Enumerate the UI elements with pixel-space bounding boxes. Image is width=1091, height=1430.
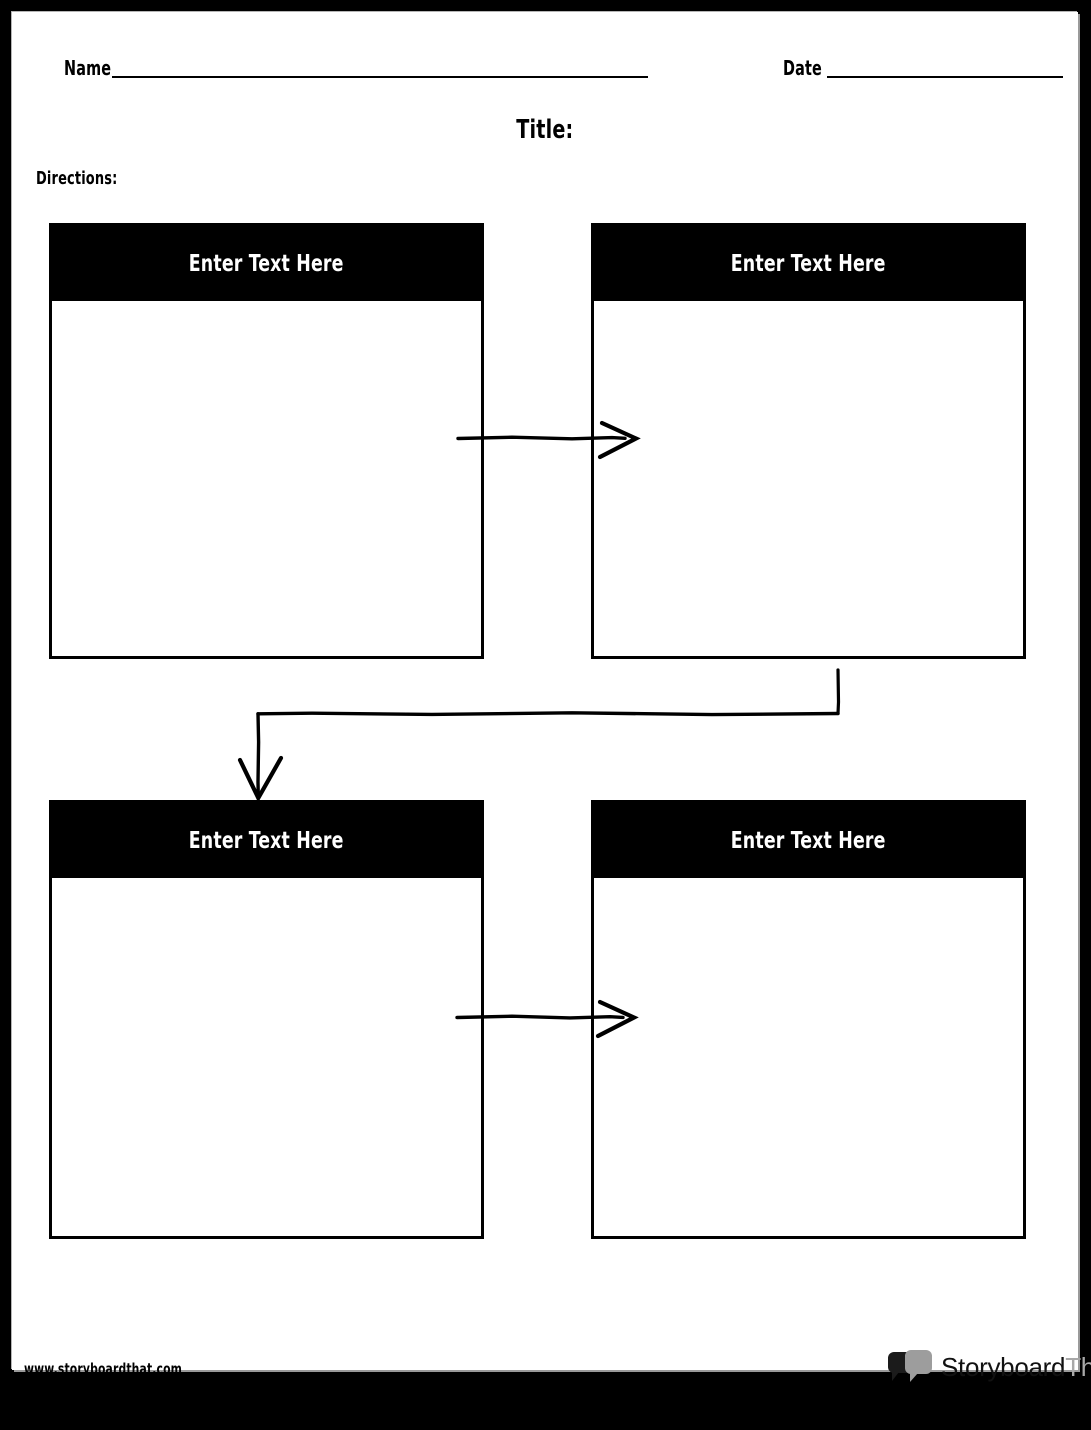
name-input-line[interactable] [112, 76, 648, 78]
content-box-header-text: Enter Text Here [731, 250, 886, 277]
content-box-header-text: Enter Text Here [731, 827, 886, 854]
date-input-line[interactable] [827, 76, 1063, 78]
speech-bubbles-icon [888, 1350, 934, 1384]
logo-wordmark: StoryboardThat [941, 1352, 1091, 1383]
content-box-header-top-left[interactable]: Enter Text Here [52, 226, 481, 301]
arrow-top-right-to-bottom-left-icon [237, 668, 841, 803]
content-box-header-text: Enter Text Here [189, 250, 344, 277]
content-box-header-bottom-right[interactable]: Enter Text Here [594, 803, 1023, 878]
directions-label: Directions: [36, 168, 118, 189]
name-label: Name [64, 56, 112, 80]
content-box-header-bottom-left[interactable]: Enter Text Here [52, 803, 481, 878]
content-box-bottom-right[interactable]: Enter Text Here [591, 800, 1026, 1239]
content-box-header-top-right[interactable]: Enter Text Here [594, 226, 1023, 301]
footer-url[interactable]: www.storyboardthat.com [24, 1360, 183, 1378]
logo-word-that: That [1065, 1351, 1091, 1382]
content-box-top-left[interactable]: Enter Text Here [49, 223, 484, 659]
storyboardthat-logo[interactable]: StoryboardThat [888, 1345, 1091, 1389]
speech-bubble-front-icon [905, 1350, 932, 1382]
date-label: Date [783, 56, 822, 80]
content-box-bottom-left[interactable]: Enter Text Here [49, 800, 484, 1239]
content-box-header-text: Enter Text Here [189, 827, 344, 854]
page-title-text: Title: [516, 115, 574, 145]
logo-word-storyboard: Storyboard [941, 1351, 1066, 1382]
content-box-top-right[interactable]: Enter Text Here [591, 223, 1026, 659]
worksheet-page: Name Date Title: Directions: Enter Text … [12, 12, 1078, 1370]
page-title[interactable]: Title: [12, 115, 1078, 145]
